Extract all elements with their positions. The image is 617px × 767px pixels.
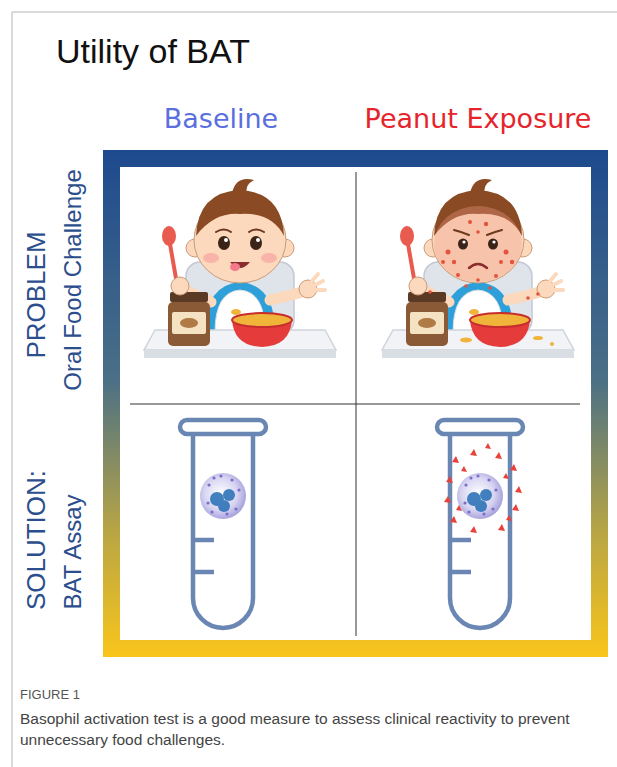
reaction-face-part-part: [536, 292, 540, 296]
reaction-face-part: [458, 239, 468, 250]
reaction-face-part: [488, 239, 498, 250]
reaction-face-part: [462, 240, 465, 243]
released-mediators-part: [506, 515, 512, 521]
released-mediators-part: [444, 496, 451, 503]
reaction-face-part: [460, 336, 554, 346]
reaction-face-part-part: [476, 278, 480, 282]
happy-face-part: [256, 238, 260, 242]
reaction-face-part-part: [460, 338, 472, 343]
row-header: PROBLEM: [22, 231, 52, 358]
reaction-face-part-part: [456, 273, 460, 277]
released-mediators-part: [461, 466, 467, 472]
figure-border: [12, 12, 617, 13]
released-mediators-part: [450, 516, 457, 523]
reaction-face-part-part: [452, 260, 456, 264]
released-mediators-part: [452, 456, 459, 463]
figure-caption: Basophil activation test is a good measu…: [20, 708, 605, 750]
row-header: SOLUTION:: [22, 470, 52, 610]
tube-baseline: [180, 420, 266, 628]
reaction-face: [428, 206, 554, 346]
reaction-face-part-part: [428, 290, 432, 294]
reaction-face-part-part: [499, 260, 503, 264]
reaction-face-part: [428, 220, 540, 300]
baby-baseline: [144, 179, 336, 358]
reaction-face-part: [492, 240, 495, 243]
reaction-face-part: [434, 206, 522, 282]
reaction-face-part-part: [446, 250, 451, 255]
reaction-face-part-part: [550, 342, 554, 346]
tube-activated: [437, 420, 523, 628]
released-mediators-part: [485, 443, 491, 449]
figure-title: Utility of BAT: [56, 32, 250, 71]
reaction-face-part-part: [510, 260, 514, 264]
happy-face-part: [250, 236, 262, 250]
happy-face-part: [230, 263, 240, 271]
reaction-face-part-part: [526, 296, 530, 300]
happy-face: [203, 230, 277, 272]
happy-face-part: [216, 230, 264, 233]
released-mediators-part: [456, 505, 462, 511]
gradient-frame: [112, 159, 600, 649]
figure-border: [12, 12, 13, 767]
reaction-face-part: [454, 230, 502, 235]
happy-face-part: [261, 253, 277, 263]
released-mediators-part: [510, 464, 517, 471]
released-mediators-part: [495, 452, 502, 459]
released-mediators: [444, 443, 522, 533]
reaction-face-part: [469, 264, 487, 268]
released-mediators-part: [512, 504, 519, 511]
row-header: Oral Food Challenge: [59, 169, 87, 390]
reaction-face-part-part: [484, 222, 488, 226]
reaction-face-part-part: [441, 260, 445, 264]
row-header: BAT Assay: [59, 494, 87, 609]
reaction-face-part-part: [488, 286, 492, 290]
released-mediators-part: [470, 526, 477, 533]
released-mediators-part: [446, 476, 453, 483]
reaction-face-part-part: [504, 250, 509, 255]
quadrant-divider: [130, 404, 580, 405]
released-mediators-part: [498, 524, 505, 531]
happy-face-part: [203, 253, 219, 263]
baby-exposed: [382, 179, 574, 358]
released-mediators-part: [470, 449, 477, 456]
reaction-face-part-part: [533, 336, 543, 340]
reaction-face-part-part: [468, 220, 472, 224]
column-header: Baseline: [164, 103, 278, 134]
reaction-face-part-part: [494, 274, 498, 278]
reaction-face-part-part: [464, 284, 468, 288]
figure-number: FIGURE 1: [20, 688, 80, 703]
happy-face-part: [218, 236, 230, 250]
happy-face-part: [224, 238, 228, 242]
reaction-face-part-part: [476, 230, 480, 234]
column-header: Peanut Exposure: [365, 103, 592, 134]
released-mediators-part: [503, 473, 509, 479]
released-mediators-part: [515, 486, 522, 493]
